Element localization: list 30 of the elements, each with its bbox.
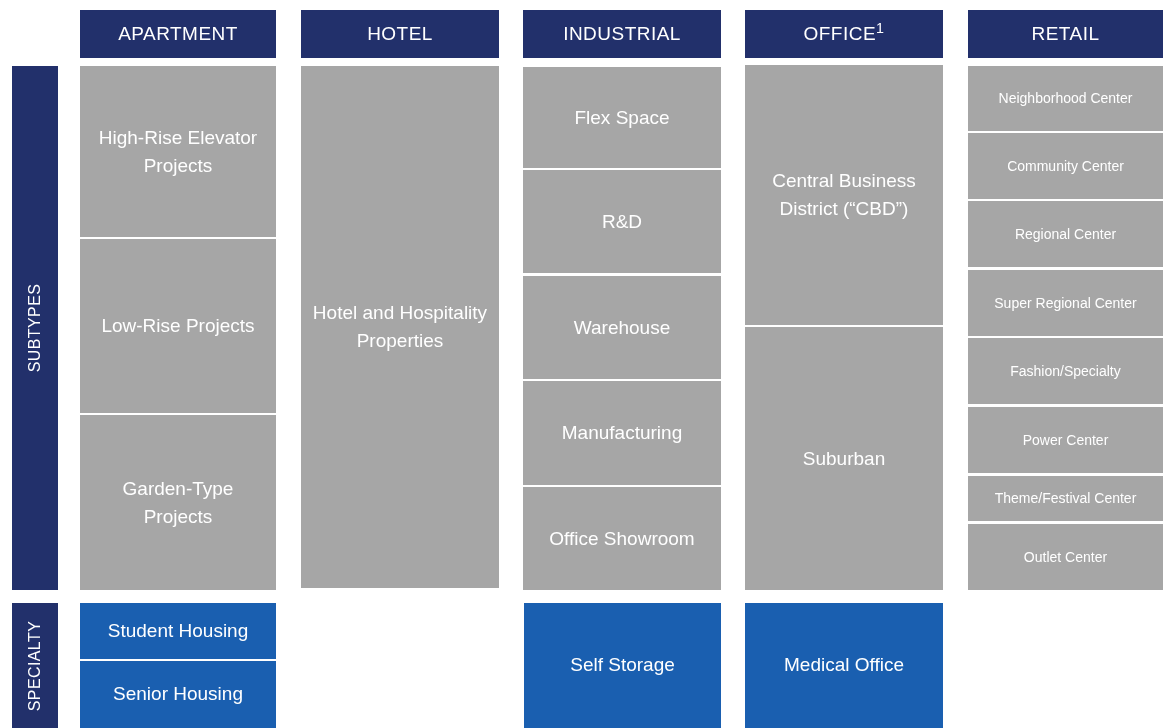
category-cell: High-Rise Elevator Projects (80, 66, 276, 237)
row-band: SUBTYPES (12, 66, 58, 590)
category-cell: Warehouse (523, 276, 721, 379)
specialty-cell: Medical Office (745, 603, 943, 728)
specialty-cell: Senior Housing (80, 661, 276, 728)
category-cell: Outlet Center (968, 524, 1163, 590)
column-header: INDUSTRIAL (523, 10, 721, 58)
category-cell: R&D (523, 170, 721, 273)
category-cell: Regional Center (968, 201, 1163, 267)
category-cell: Flex Space (523, 67, 721, 168)
category-cell: Super Regional Center (968, 270, 1163, 336)
category-cell: Community Center (968, 133, 1163, 199)
category-cell: Manufacturing (523, 381, 721, 485)
category-cell: Power Center (968, 407, 1163, 473)
column-header: APARTMENT (80, 10, 276, 58)
category-cell: Garden-Type Projects (80, 415, 276, 590)
category-cell: Central Business District (“CBD”) (745, 65, 943, 325)
category-cell: Fashion/Specialty (968, 338, 1163, 404)
specialty-cell: Student Housing (80, 603, 276, 659)
category-cell: Theme/Festival Center (968, 476, 1163, 521)
category-cell: Suburban (745, 327, 943, 590)
category-cell: Neighborhood Center (968, 66, 1163, 131)
column-header: RETAIL (968, 10, 1163, 58)
column-header: HOTEL (301, 10, 499, 58)
category-cell: Low-Rise Projects (80, 239, 276, 413)
column-header: OFFICE$^{1}$ (745, 10, 943, 58)
row-band: SPECIALTY (12, 603, 58, 728)
specialty-cell: Self Storage (524, 603, 721, 728)
category-cell: Office Showroom (523, 487, 721, 590)
category-cell: Hotel and Hospitality Properties (301, 66, 499, 588)
